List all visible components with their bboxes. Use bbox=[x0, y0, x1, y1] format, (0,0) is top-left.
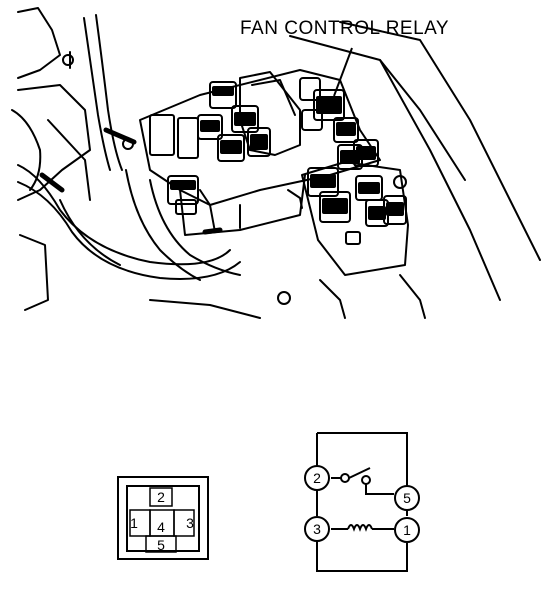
schematic-label-3: 3 bbox=[313, 521, 321, 537]
schematic-terminal-5 bbox=[394, 485, 420, 511]
connector-pin-labels: 2 1 4 3 5 bbox=[130, 489, 194, 553]
schematic-terminal-3 bbox=[304, 516, 330, 542]
schematic-terminal-1 bbox=[394, 517, 420, 543]
connector-pin-5: 5 bbox=[157, 537, 165, 553]
connector-face bbox=[117, 476, 209, 560]
schematic-label-5: 5 bbox=[403, 490, 411, 506]
connector-pin-4: 4 bbox=[157, 519, 165, 535]
connector-pin-3: 3 bbox=[186, 515, 194, 531]
relay-schematic bbox=[304, 432, 420, 572]
schematic-label-2: 2 bbox=[313, 470, 321, 486]
connector-pin-2: 2 bbox=[157, 489, 165, 505]
schematic-terminal-2 bbox=[304, 465, 330, 491]
callout-leader bbox=[333, 47, 353, 97]
schematic-label-1: 1 bbox=[403, 522, 411, 538]
schematic-terminal-labels: 2 5 3 1 bbox=[313, 470, 411, 538]
fan-control-relay-label: FAN CONTROL RELAY bbox=[240, 18, 450, 39]
connector-pin-1: 1 bbox=[130, 515, 138, 531]
